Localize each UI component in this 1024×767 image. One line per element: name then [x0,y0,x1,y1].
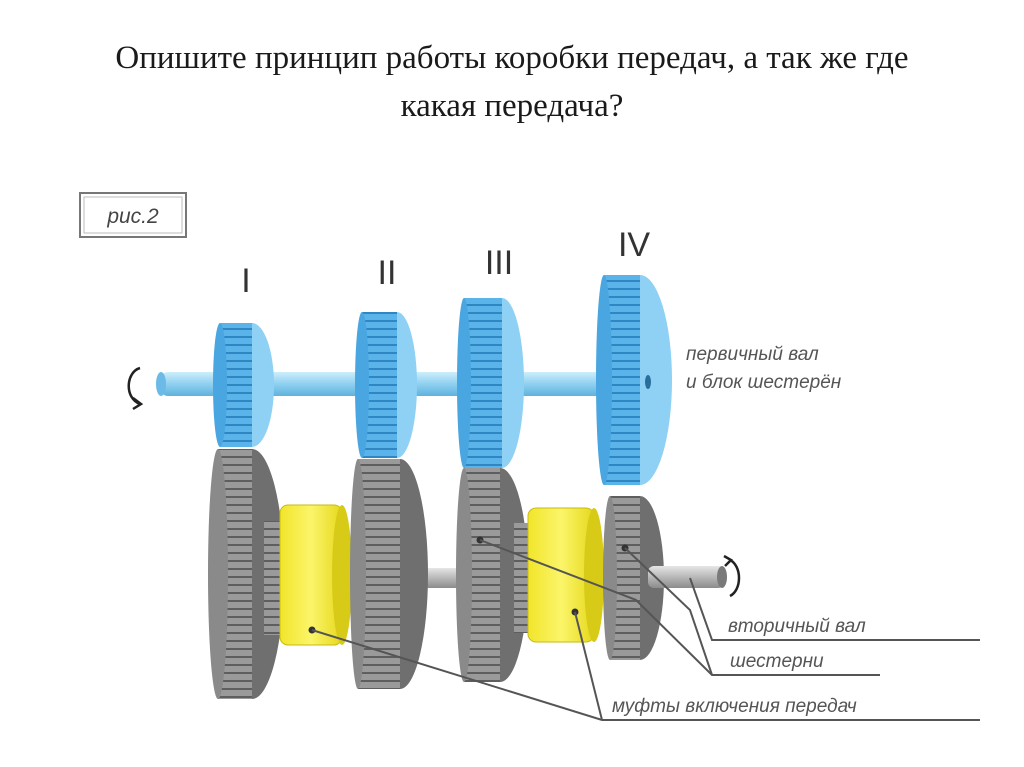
primary-gear-4 [596,275,672,485]
title-line-2: какая передача? [400,88,624,124]
primary-shaft-tip [156,372,166,396]
primary-gear-3 [457,298,524,468]
rotation-arrow-right-icon [729,558,741,598]
primary-gear-2 [355,312,417,458]
title-line-1: Опишите принцип работы коробки передач, … [115,40,909,76]
primary-gear-1 [213,323,274,447]
label-gears: шестерни [730,651,824,672]
secondary-gear-1 [208,449,284,699]
rotation-arrow-right-head [723,554,734,567]
label-secondary-shaft: вторичный вал [728,616,866,637]
secondary-gear-2 [350,459,428,689]
gear-numeral-3: III [485,244,513,282]
coupling-2 [527,507,604,643]
rotation-arrow-left-head [132,397,144,411]
label-primary-shaft-2: и блок шестерён [686,372,842,393]
gear-numeral-1: I [241,262,250,300]
secondary-shaft-end [648,566,724,588]
gear-numeral-4: IV [618,226,650,264]
label-couplings: муфты включения передач [612,696,857,717]
secondary-shaft-tip [717,566,727,588]
label-primary-shaft-1: первичный вал [686,344,819,365]
secondary-gear-4 [603,496,664,660]
slide-title: Опишите принцип работы коробки передач, … [0,34,1024,130]
gear-numeral-2: II [378,254,397,292]
leader-lines [311,539,980,721]
figure-tag-text: рис.2 [106,205,159,228]
coupling-1 [279,504,352,646]
figure-tag: рис.2 [79,192,187,238]
